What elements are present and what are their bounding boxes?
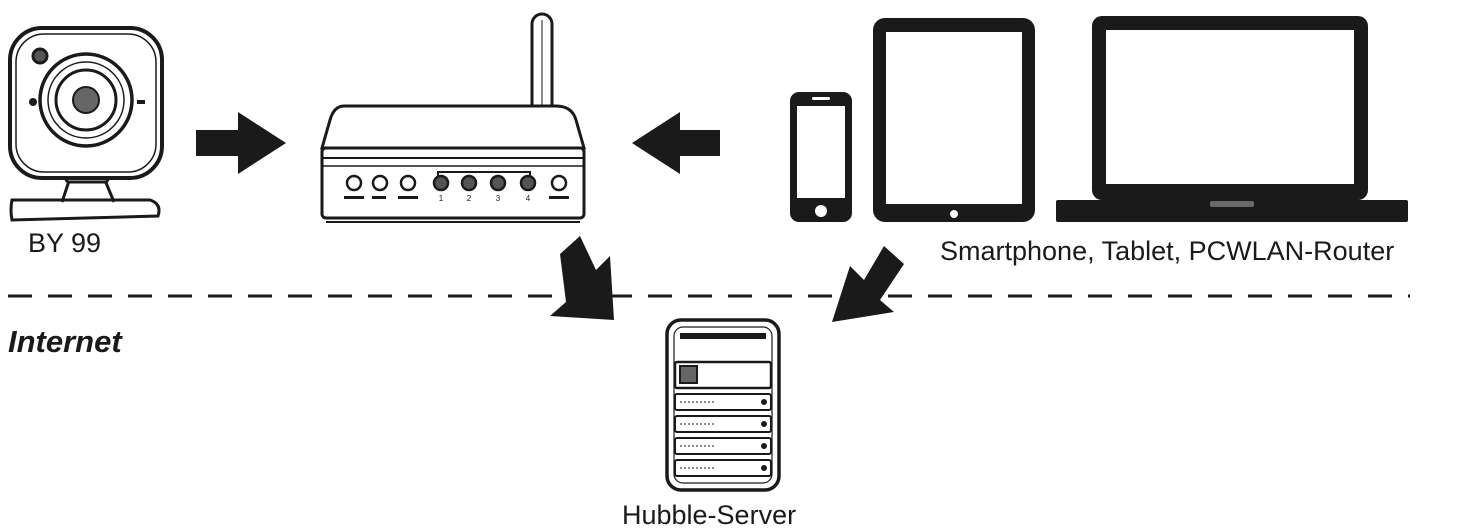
router-port-label-2: 2 [467,194,472,203]
server-icon [665,318,781,492]
arrow-camera-to-router [196,112,286,174]
router-port-label-1: 1 [439,194,444,203]
router-port-label-4: 4 [526,194,531,203]
laptop-icon [1056,16,1408,222]
internet-zone-label: Internet [8,324,122,359]
router-port-label-3: 3 [496,194,501,203]
wifi-router-icon [320,12,586,223]
server-label: Hubble-Server [622,500,797,530]
webcam-icon [8,26,164,222]
camera-label: BY 99 [28,228,102,258]
arrow-devices-to-router [632,112,720,174]
arrow-devices-to-server [832,246,904,322]
tablet-icon [873,18,1035,222]
arrow-router-to-server [550,236,614,320]
smartphone-icon [790,92,852,222]
devices-label: Smartphone, Tablet, PCWLAN-Router [940,236,1395,266]
